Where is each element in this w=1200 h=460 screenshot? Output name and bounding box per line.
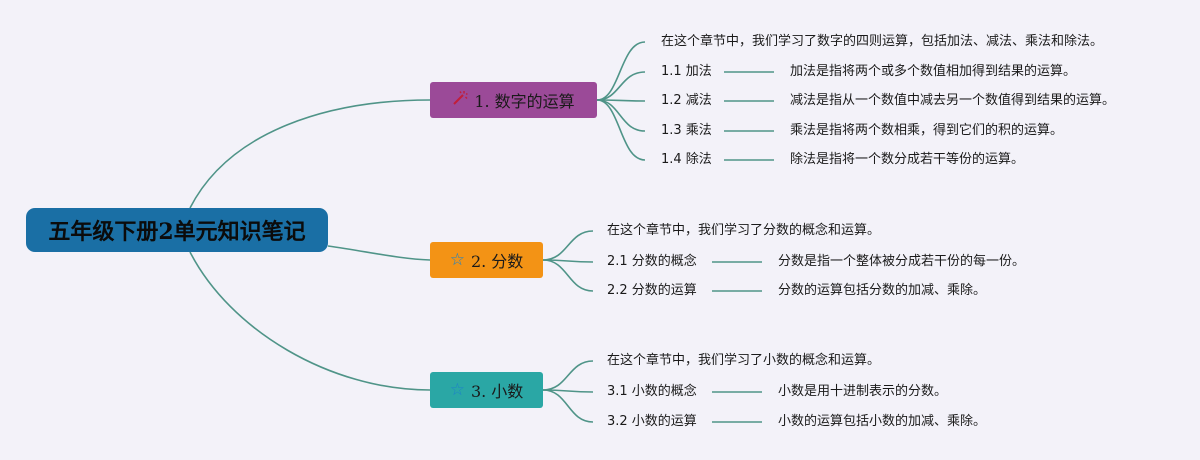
star-icon: ☆ (449, 250, 465, 270)
subtopic-name[interactable]: 2.2 分数的运算 (607, 283, 697, 298)
subtopic-description[interactable]: 加法是指将两个或多个数值相加得到结果的运算。 (790, 64, 1077, 79)
topic-node-arithmetic[interactable]: 1. 数字的运算 (430, 82, 597, 118)
subtopic-description[interactable]: 分数是指一个整体被分成若干份的每一份。 (778, 254, 1026, 269)
topic-label: 3. 小数 (470, 382, 524, 401)
link-t3-item2 (542, 389, 594, 423)
subtopic-name[interactable]: 3.1 小数的概念 (607, 384, 697, 399)
subtopic-description[interactable]: 减法是指从一个数值中减去另一个数值得到结果的运算。 (790, 93, 1116, 108)
subtopic-name[interactable]: 3.2 小数的运算 (607, 414, 697, 429)
subtopic-description[interactable]: 小数的运算包括小数的加减、乘除。 (778, 414, 987, 429)
link-root-topic-3 (189, 251, 431, 391)
subtopic-name[interactable]: 1.4 除法 (661, 152, 712, 167)
link-root-topic-1 (189, 99, 431, 209)
subtopic-description[interactable]: 乘法是指将两个数相乘，得到它们的积的运算。 (790, 123, 1064, 138)
subtopic-intro[interactable]: 在这个章节中，我们学习了小数的概念和运算。 (607, 353, 881, 368)
topic-node-fractions[interactable]: ☆ 2. 分数 (430, 242, 543, 278)
subtopic-description[interactable]: 除法是指将一个数分成若干等份的运算。 (790, 152, 1025, 167)
link-t2-item2 (542, 259, 594, 292)
topic-label: 2. 分数 (470, 252, 524, 271)
root-topic[interactable]: 五年级下册2单元知识笔记 (26, 208, 328, 252)
subtopic-description[interactable]: 小数是用十进制表示的分数。 (778, 384, 948, 399)
subtopic-name[interactable]: 1.3 乘法 (661, 123, 712, 138)
link-t1-intro (596, 41, 646, 101)
subtopic-intro[interactable]: 在这个章节中，我们学习了分数的概念和运算。 (607, 223, 881, 238)
topic-node-decimals[interactable]: ☆ 3. 小数 (430, 372, 543, 408)
subtopic-description[interactable]: 分数的运算包括分数的加减、乘除。 (778, 283, 987, 298)
magic-wand-icon (452, 90, 468, 111)
topic-label: 1. 数字的运算 (474, 92, 575, 111)
link-t2-intro (542, 230, 594, 261)
star-icon: ☆ (449, 380, 465, 400)
root-title: 五年级下册2单元知识笔记 (48, 219, 306, 245)
link-t3-intro (542, 360, 594, 391)
link-t1-item3 (596, 99, 646, 132)
subtopic-name[interactable]: 2.1 分数的概念 (607, 254, 697, 269)
subtopic-name[interactable]: 1.1 加法 (661, 64, 712, 79)
link-t1-item1 (596, 71, 646, 101)
subtopic-name[interactable]: 1.2 减法 (661, 93, 712, 108)
link-root-topic-2 (327, 245, 431, 261)
subtopic-intro[interactable]: 在这个章节中，我们学习了数字的四则运算，包括加法、减法、乘法和除法。 (661, 34, 1104, 49)
link-t1-item4 (596, 99, 646, 161)
